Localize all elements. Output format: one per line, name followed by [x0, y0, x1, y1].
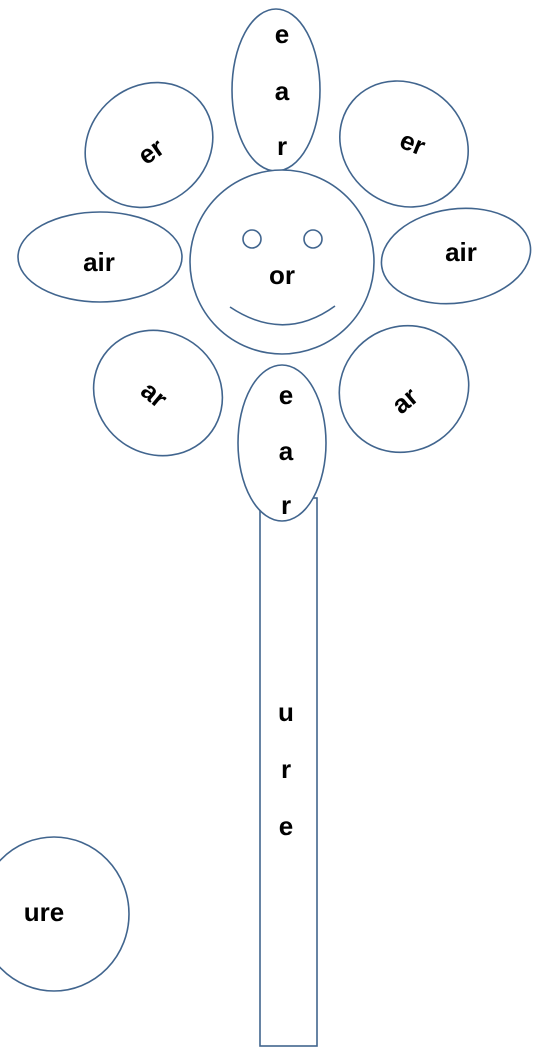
side-circle	[0, 836, 130, 992]
petal-top-letter-3: r	[277, 131, 287, 161]
stem-letter-3: e	[279, 811, 293, 841]
petal-bottom	[237, 364, 327, 522]
petal-bottom-letter-3: r	[281, 490, 291, 520]
petal-top-letter-1: e	[275, 19, 289, 49]
flower-center	[189, 169, 375, 355]
petal-lower-left	[92, 329, 224, 457]
right-eye	[303, 229, 323, 249]
petal-upper-left	[84, 81, 214, 209]
petal-left	[17, 211, 183, 303]
petal-upper-right	[338, 80, 470, 208]
smile-mouth	[229, 305, 336, 326]
petal-right	[380, 207, 532, 305]
petal-bottom-letter-1: e	[279, 380, 293, 410]
stem-letter-1: u	[278, 697, 294, 727]
center-label: or	[269, 260, 295, 290]
petal-right-label: air	[445, 237, 477, 267]
petal-top-letter-2: a	[275, 76, 290, 106]
petal-left-label: air	[83, 247, 115, 277]
petal-lower-right	[338, 324, 470, 454]
petal-bottom-letter-2: a	[279, 436, 294, 466]
side-circle-label: ure	[24, 897, 64, 927]
left-eye	[242, 229, 262, 249]
stem-letter-2: r	[281, 754, 291, 784]
stem	[259, 497, 318, 1047]
